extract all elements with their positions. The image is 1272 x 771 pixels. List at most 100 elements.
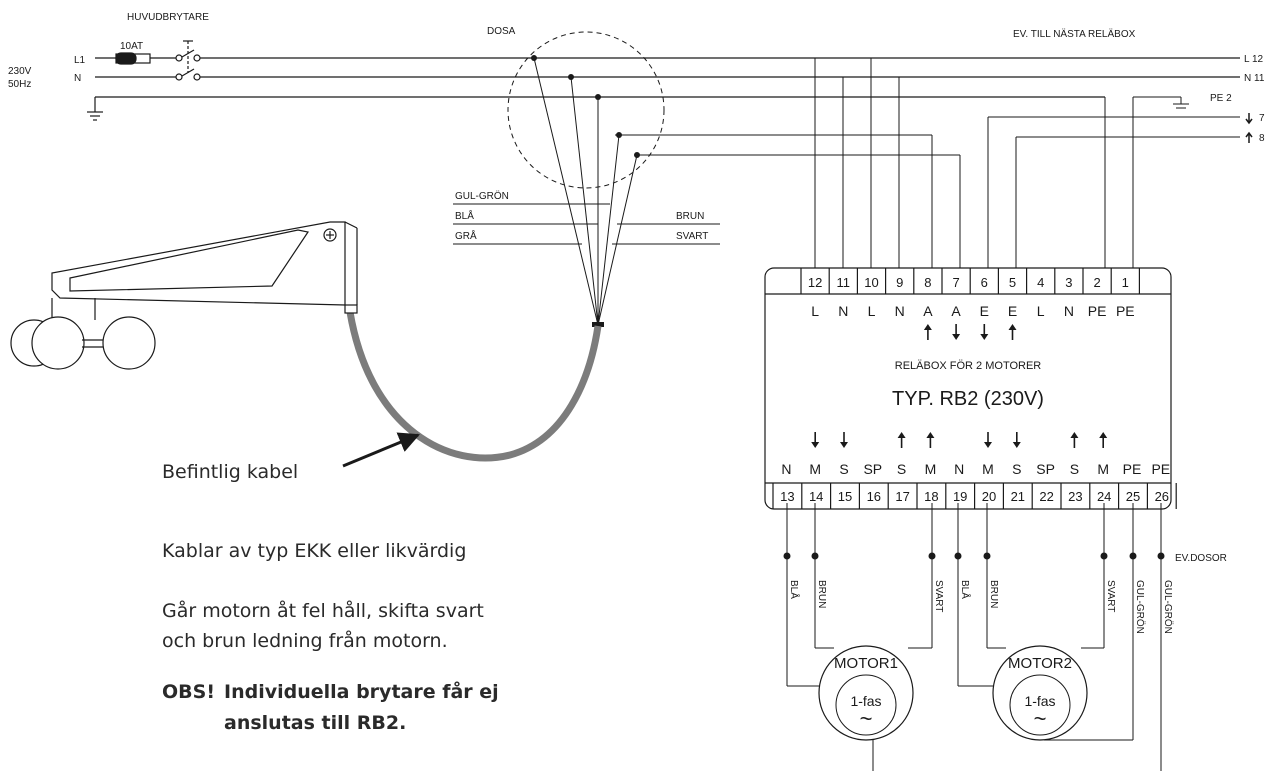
wire-label-gra: GRÅ bbox=[455, 229, 477, 242]
line-l1-label: L1 bbox=[74, 55, 86, 66]
bottom-terminal-number: 23 bbox=[1068, 489, 1082, 504]
bottom-terminal-number: 18 bbox=[924, 489, 938, 504]
bottom-terminal-number: 24 bbox=[1097, 489, 1111, 504]
bottom-terminal-number: 22 bbox=[1039, 489, 1053, 504]
top-terminal-label: A bbox=[923, 303, 933, 319]
arrow-up-icon bbox=[1070, 432, 1079, 448]
top-terminal-label: N bbox=[838, 303, 848, 319]
relay-box bbox=[764, 267, 1172, 510]
next-box-title: EV. TILL NÄSTA RELÄBOX bbox=[1013, 28, 1136, 40]
bottom-terminal-number: 21 bbox=[1011, 489, 1025, 504]
main-switch-title: HUVUDBRYTARE bbox=[127, 12, 209, 23]
bottom-terminal-label: S bbox=[897, 461, 906, 477]
actuator-icon bbox=[10, 221, 358, 370]
arrow-up-icon bbox=[926, 432, 935, 448]
top-terminal-label: N bbox=[1064, 303, 1074, 319]
arrow-down-icon bbox=[840, 432, 848, 448]
motor-2-name: MOTOR2 bbox=[1008, 655, 1072, 672]
supply-voltage: 230V bbox=[8, 66, 32, 77]
motor-wire-label: GUL-GRÖN bbox=[1134, 580, 1146, 634]
motor-2-phase: 1-fas bbox=[1024, 693, 1055, 709]
bottom-terminal-label: M bbox=[809, 461, 821, 477]
extra-boxes-label: EV.DOSOR bbox=[1175, 553, 1227, 564]
motor-wiring bbox=[786, 503, 1162, 771]
motor-wire-dots bbox=[783, 552, 1165, 560]
cable-note: Befintlig kabel bbox=[162, 461, 299, 483]
bottom-terminal-label: M bbox=[982, 461, 994, 477]
arrow-down-icon bbox=[984, 432, 992, 448]
arrow-up-icon bbox=[1099, 432, 1108, 448]
motor-1-symbol: ~ bbox=[860, 706, 873, 731]
motor-wire-label: BLÅ bbox=[959, 580, 972, 599]
obs-line-1: Individuella brytare får ej bbox=[224, 681, 499, 703]
bottom-terminal-label: M bbox=[925, 461, 937, 477]
bottom-terminal-label: N bbox=[954, 461, 964, 477]
motor-1-phase: 1-fas bbox=[850, 693, 881, 709]
line-n-label: N bbox=[74, 73, 81, 84]
top-terminal-label: PE bbox=[1088, 303, 1107, 319]
wire-label-gul-gron: GUL-GRÖN bbox=[455, 190, 509, 202]
bottom-terminal-number: 13 bbox=[780, 489, 794, 504]
bottom-terminal-label: M bbox=[1097, 461, 1109, 477]
bottom-terminal-label: PE bbox=[1123, 461, 1142, 477]
bottom-terminal-number: 26 bbox=[1155, 489, 1169, 504]
top-terminal-number: 10 bbox=[864, 275, 878, 290]
next-terminal-pe2: PE 2 bbox=[1210, 93, 1232, 104]
top-terminal-label: N bbox=[895, 303, 905, 319]
motor-wire-label: BLÅ bbox=[788, 580, 801, 599]
motor-wire-label: SVART bbox=[1105, 580, 1116, 612]
junction-title: DOSA bbox=[487, 26, 516, 37]
motor-wire-label: SVART bbox=[933, 580, 944, 612]
bottom-terminal-number: 17 bbox=[895, 489, 909, 504]
feed-lines bbox=[814, 58, 1240, 275]
top-terminal-number: 3 bbox=[1065, 275, 1072, 290]
bottom-terminal-label: SP bbox=[1036, 461, 1055, 477]
bottom-terminal-number: 15 bbox=[838, 489, 852, 504]
bottom-terminal-label: N bbox=[781, 461, 791, 477]
supply-frequency: 50Hz bbox=[8, 79, 31, 90]
arrow-up-icon bbox=[1008, 324, 1017, 340]
cable-type-note: Kablar av typ EKK eller likvärdig bbox=[162, 540, 467, 562]
top-terminal-label: L bbox=[1037, 303, 1045, 319]
top-terminal-label: E bbox=[980, 303, 989, 319]
motor-1: MOTOR1 1-fas ~ bbox=[818, 645, 914, 741]
top-terminal-number: 8 bbox=[924, 275, 931, 290]
top-terminal-number: 5 bbox=[1009, 275, 1016, 290]
fuse-label: 10AT bbox=[120, 41, 143, 52]
top-terminal-number: 7 bbox=[952, 275, 959, 290]
wrong-direction-line-2: och brun ledning från motorn. bbox=[162, 630, 448, 652]
top-terminal-number: 1 bbox=[1122, 275, 1129, 290]
arrow-down-icon bbox=[811, 432, 820, 448]
next-terminal-7: 7 bbox=[1259, 113, 1265, 124]
next-terminal-n11: N 11 bbox=[1244, 73, 1265, 84]
arrow-up-icon bbox=[1245, 131, 1253, 143]
motor-wire-label: GUL-GRÖN bbox=[1162, 580, 1174, 634]
existing-cable bbox=[346, 311, 602, 462]
relay-box-title: RELÄBOX FÖR 2 MOTORER bbox=[895, 360, 1042, 372]
bottom-terminal-label: S bbox=[1012, 461, 1021, 477]
top-terminal-label: PE bbox=[1116, 303, 1135, 319]
top-terminal-strip bbox=[765, 268, 1171, 295]
obs-note: OBS! Individuella brytare får ej anslutas… bbox=[162, 677, 499, 739]
obs-label: OBS! bbox=[162, 681, 215, 703]
bottom-terminal-number: 25 bbox=[1126, 489, 1140, 504]
arrow-down-icon bbox=[980, 324, 989, 340]
motor-2: MOTOR2 1-fas ~ bbox=[992, 645, 1088, 741]
cable-pointer-arrow bbox=[342, 432, 420, 468]
motor-1-name: MOTOR1 bbox=[834, 655, 898, 672]
bottom-terminal-number: 14 bbox=[809, 489, 823, 504]
bottom-terminal-strip bbox=[765, 482, 1177, 509]
top-terminal-label: E bbox=[1008, 303, 1017, 319]
top-terminal-number: 12 bbox=[808, 275, 822, 290]
arrow-down-icon bbox=[952, 324, 961, 340]
arrow-down-icon bbox=[1012, 432, 1021, 448]
top-terminal-label: L bbox=[868, 303, 876, 319]
arrow-up-icon bbox=[923, 324, 932, 340]
obs-line-2: anslutas till RB2. bbox=[224, 712, 407, 734]
junction-dots bbox=[531, 55, 640, 327]
bottom-terminal-number: 19 bbox=[953, 489, 967, 504]
motor-2-symbol: ~ bbox=[1034, 706, 1047, 731]
bottom-terminal-label: SP bbox=[863, 461, 882, 477]
